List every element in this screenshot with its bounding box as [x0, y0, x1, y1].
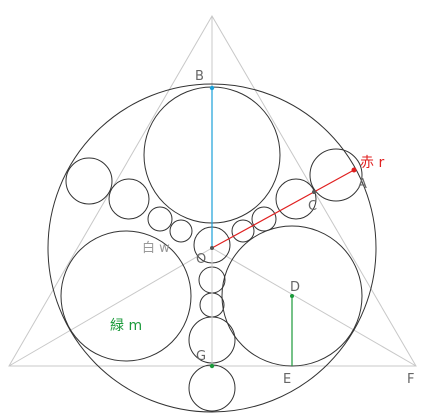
large-circle-left — [60, 230, 192, 362]
chain-circle-left-3 — [147, 206, 173, 232]
chain-circle-left-2 — [108, 178, 150, 220]
point-b — [209, 85, 215, 91]
point-o — [210, 246, 214, 250]
label-a: A — [358, 177, 367, 192]
point-a — [351, 167, 357, 173]
median-line-right — [211, 247, 417, 367]
label-c: C — [308, 199, 317, 214]
chain-circle-left-1 — [65, 157, 113, 205]
annotation-white: 白 w — [142, 240, 170, 256]
chain-circle-right-4 — [231, 219, 255, 243]
red-segment-oa — [211, 169, 355, 249]
label-e: E — [283, 372, 291, 387]
label-d: D — [290, 280, 300, 295]
chain-circle-left-4 — [169, 219, 193, 243]
chain-circle-down-4 — [188, 364, 236, 412]
outer-circle — [47, 83, 377, 413]
median-line-left — [8, 247, 213, 367]
point-d — [290, 294, 294, 298]
chain-circle-right-3 — [251, 206, 277, 232]
point-c — [312, 190, 316, 194]
label-f: F — [407, 372, 414, 387]
chain-circle-right-2 — [275, 178, 317, 220]
label-b: B — [195, 69, 204, 84]
annotation-red: 赤 r — [360, 155, 384, 171]
label-o: O — [196, 252, 206, 267]
label-g: G — [196, 349, 206, 364]
chain-circle-right-1 — [309, 148, 363, 202]
annotation-green: 緑 m — [110, 318, 142, 334]
point-g — [209, 363, 215, 369]
